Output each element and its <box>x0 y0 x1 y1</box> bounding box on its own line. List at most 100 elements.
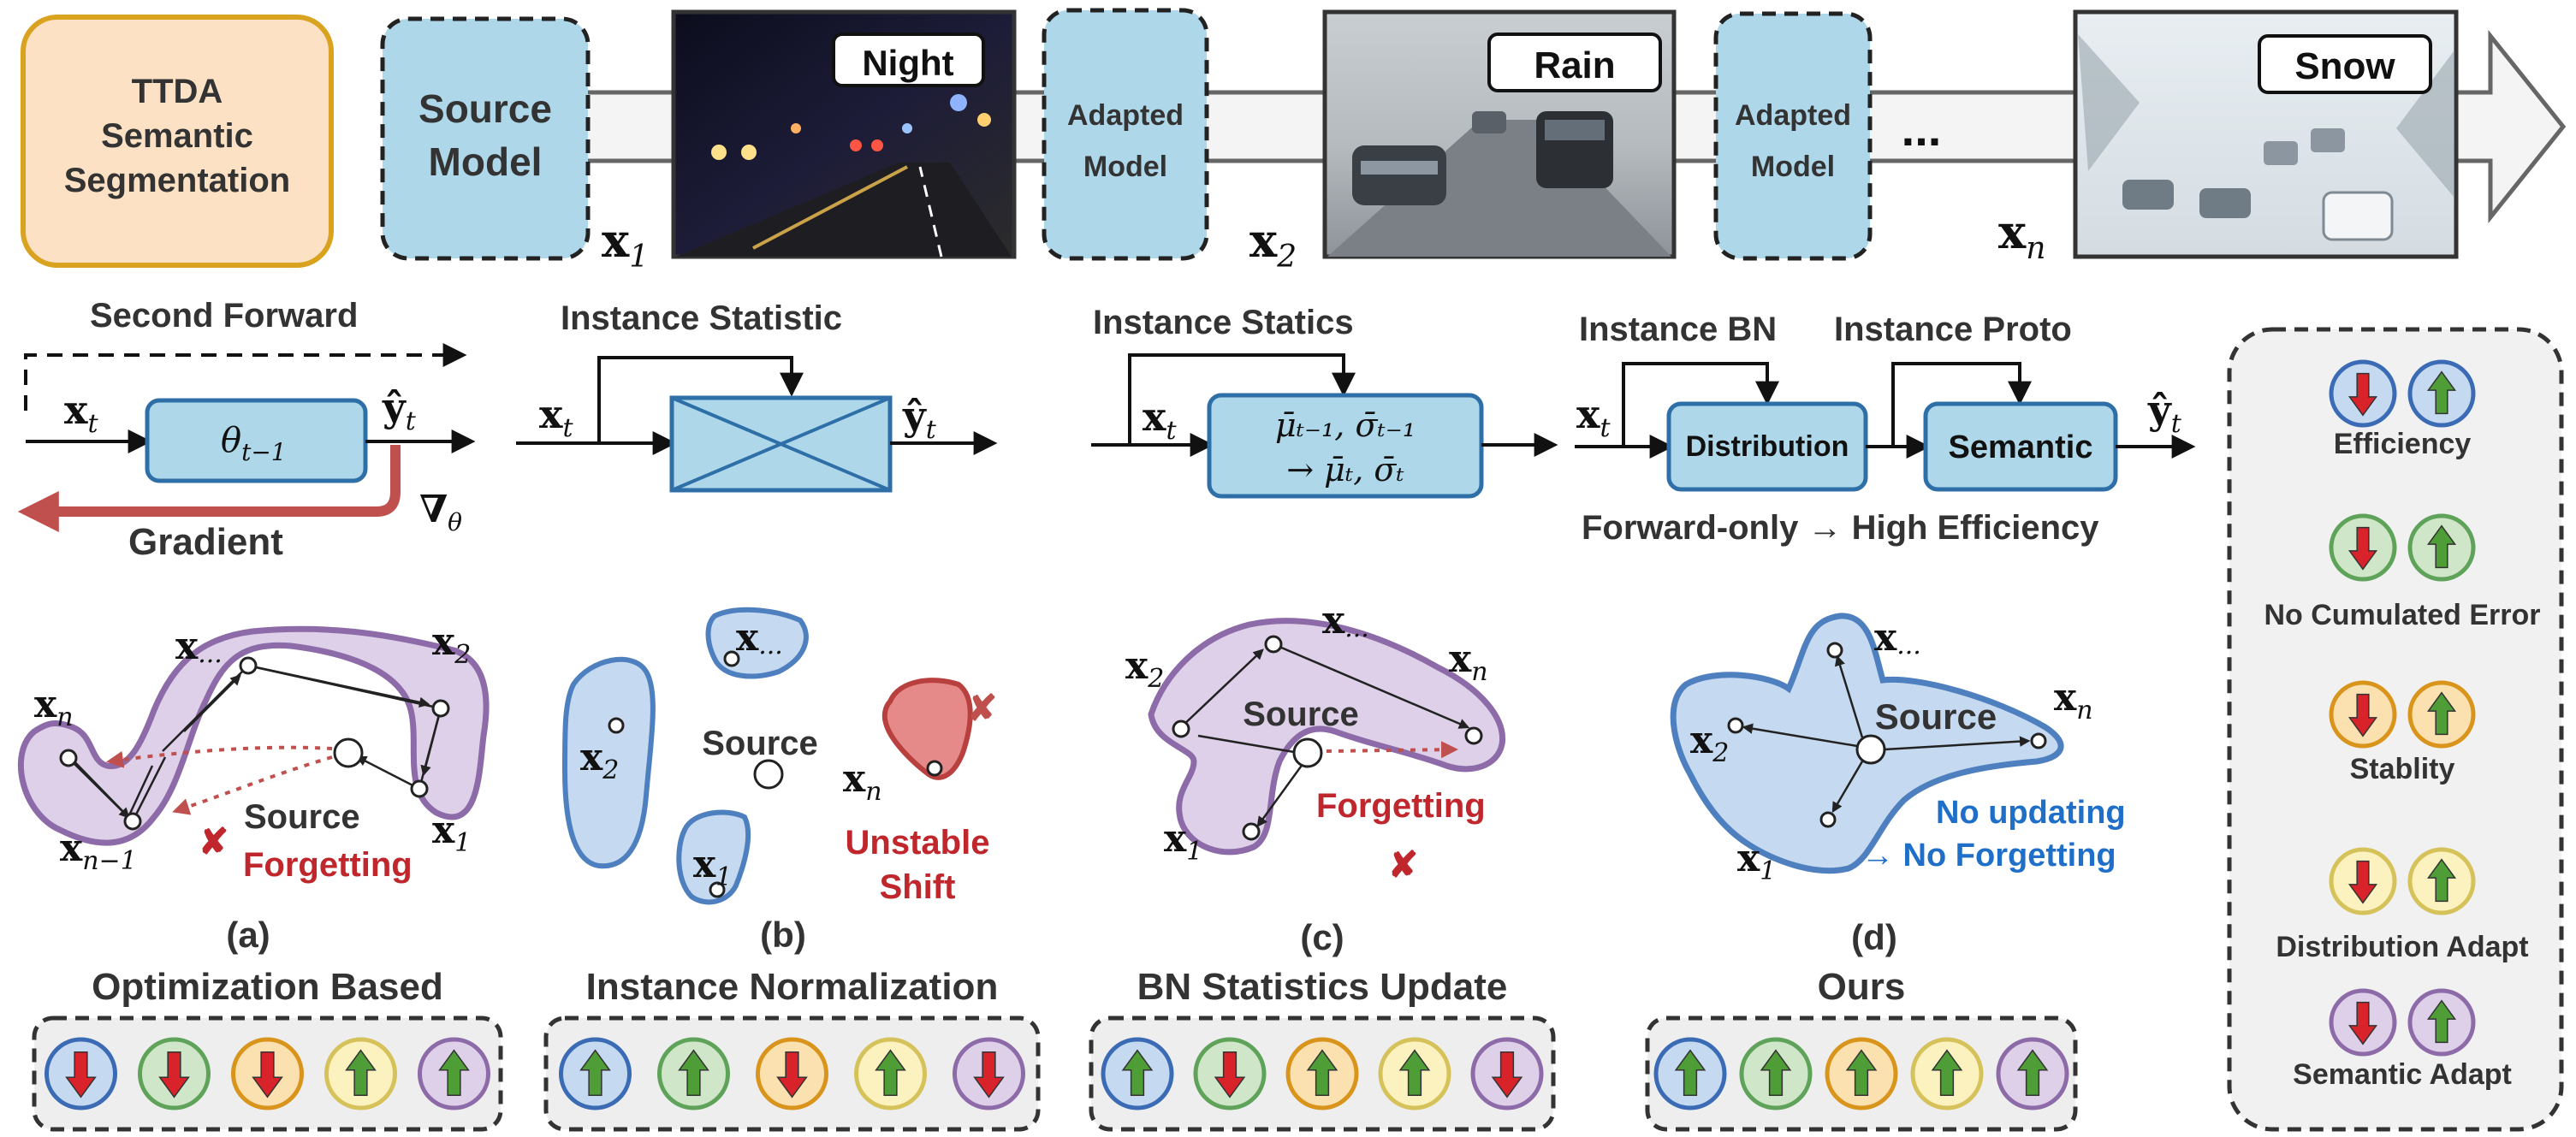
panel-c-label: (c) <box>1300 917 1344 957</box>
pb-input: xt <box>539 391 573 443</box>
nabla-label: ∇θ <box>419 488 462 536</box>
task-box <box>21 15 334 268</box>
panel-d-label: (d) <box>1851 917 1897 957</box>
pb-xn: xn <box>843 757 882 807</box>
method-3-badge-3 <box>1910 1037 1984 1110</box>
xn-label: xn <box>1998 204 2045 266</box>
blob-c <box>1148 618 1506 856</box>
instance-bn-label: Instance BN <box>1579 311 1777 348</box>
instance-statics-label: Instance Statics <box>1093 304 1354 341</box>
panel-a-label: (a) <box>226 915 270 955</box>
method-0-badge-2 <box>231 1037 304 1110</box>
panel-d: x... xn x2 x1 Source No updating → No Fo… <box>1670 613 2126 957</box>
method-3-badge-2 <box>1825 1037 1898 1110</box>
method-2-badge-4 <box>1470 1037 1544 1110</box>
method-1-badge-1 <box>657 1037 730 1110</box>
snow-image: Snow <box>2073 9 2459 259</box>
pc-input: xt <box>1143 394 1177 446</box>
instance-statistic-label: Instance Statistic <box>561 299 842 337</box>
panel-b-label: (b) <box>760 915 806 955</box>
forward-only-caption: Forward-only → High Efficiency <box>1582 509 2099 547</box>
pd-no-updating: No updating <box>1936 795 2126 831</box>
night-tag: Night <box>862 43 953 83</box>
x1-label: x1 <box>602 213 649 275</box>
method-2-badge-1 <box>1193 1037 1267 1110</box>
panel-b: x... x2 x1 xn Source Unstable Shift ✘ (b… <box>561 607 997 955</box>
pb-x1: x1 <box>693 843 732 892</box>
pa-output: ŷt <box>382 384 417 436</box>
legend-label-4: Semantic Adapt <box>2293 1058 2512 1091</box>
pd-input: xt <box>1576 391 1611 443</box>
pb-cross-icon: ✘ <box>967 688 997 728</box>
pd-xdots: x... <box>1874 616 1921 660</box>
legend-0-down-badge <box>2329 359 2397 428</box>
pa-xdots: x... <box>175 625 223 669</box>
source-model-line-2: Model <box>429 139 543 184</box>
legend-label-3: Distribution Adapt <box>2276 931 2528 963</box>
adapted-model-1-line-1: Adapted <box>1067 99 1184 132</box>
legend-2-down-badge <box>2329 680 2397 749</box>
pc-forgetting: Forgetting <box>1316 787 1486 825</box>
method-1-badge-3 <box>854 1037 927 1110</box>
method-0-badge-0 <box>45 1037 117 1110</box>
method-3-badge-4 <box>1996 1037 2069 1110</box>
pd-source: Source <box>1875 696 1997 737</box>
task-line-2: Semantic <box>101 117 253 155</box>
method-0-badge-3 <box>324 1037 397 1110</box>
adapted-model-2-line-2: Model <box>1751 151 1835 183</box>
pa-forgetting: Forgetting <box>243 846 413 884</box>
pc-x1: x1 <box>1164 817 1202 867</box>
blob-b-2 <box>561 656 656 869</box>
method-1-badge-4 <box>953 1037 1025 1110</box>
pipeline-a: Second Forward xt θt−1 ŷt Gradient ∇θ <box>17 297 476 563</box>
pd-no-forgetting: → No Forgetting <box>1861 838 2116 873</box>
task-line-1: TTDA <box>132 73 223 110</box>
legend-label-2: Stablity <box>2350 753 2455 785</box>
method-0-badge-4 <box>418 1037 490 1110</box>
pipeline-d: Instance BN Instance Proto xt Distributi… <box>1575 311 2196 547</box>
method-2-badge-3 <box>1378 1037 1451 1110</box>
method-name-2: BN Statistics Update <box>1137 966 1508 1008</box>
pipeline-b: Instance Statistic xt ŷt <box>516 299 998 493</box>
ellipsis: ... <box>1902 102 1942 156</box>
method-2-badge-2 <box>1285 1037 1359 1110</box>
pd-x1: x1 <box>1737 837 1776 886</box>
semantic-label: Semantic <box>1949 429 2093 465</box>
method-name-1: Instance Normalization <box>586 966 999 1008</box>
distribution-label: Distribution <box>1686 430 1849 463</box>
pb-output: ŷt <box>902 393 937 445</box>
method-1-badge-0 <box>559 1037 632 1110</box>
pd-xn: xn <box>2054 676 2093 725</box>
legend-3-down-badge <box>2329 847 2397 915</box>
legend-2-up-badge <box>2407 680 2476 749</box>
gradient-label: Gradient <box>128 521 283 563</box>
panel-a: xn x... x2 x1 xn−1 Source Forgetting ✘ (… <box>18 620 490 955</box>
pc-cross-icon: ✘ <box>1388 844 1418 885</box>
legend-0-up-badge <box>2407 359 2476 428</box>
legend-3-up-badge <box>2407 847 2476 915</box>
bn-stats-line-1: μ̄ₜ₋₁, σ̄ₜ₋₁ <box>1275 406 1416 444</box>
adapted-model-1-line-2: Model <box>1083 151 1167 183</box>
adapted-model-box-2 <box>1713 11 1873 261</box>
method-name-0: Optimization Based <box>92 966 443 1008</box>
adapted-model-2-line-1: Adapted <box>1735 99 1851 132</box>
pc-xn: xn <box>1449 637 1488 687</box>
x2-label: x2 <box>1249 213 1297 275</box>
pd-x2: x2 <box>1690 719 1729 768</box>
night-image: Night <box>671 9 1017 259</box>
pb-unstable: Unstable <box>846 824 990 862</box>
method-trays: Optimization Based Instance Normalization… <box>32 966 2078 1132</box>
pa-cross-icon: ✘ <box>199 821 229 862</box>
bn-stats-line-2: → μ̄ₜ, σ̄ₜ <box>1286 451 1404 489</box>
second-forward-label: Second Forward <box>90 297 358 335</box>
legend-label-0: Efficiency <box>2334 428 2472 460</box>
pb-shift: Shift <box>880 868 956 906</box>
rain-image: Rain <box>1322 9 1677 259</box>
pd-output: ŷt <box>2147 387 2182 439</box>
legend-1-down-badge <box>2329 513 2397 582</box>
pa-x1: x1 <box>432 808 471 858</box>
legend-box <box>2227 327 2564 1132</box>
pa-x2: x2 <box>432 620 471 670</box>
instance-proto-label: Instance Proto <box>1834 311 2072 348</box>
